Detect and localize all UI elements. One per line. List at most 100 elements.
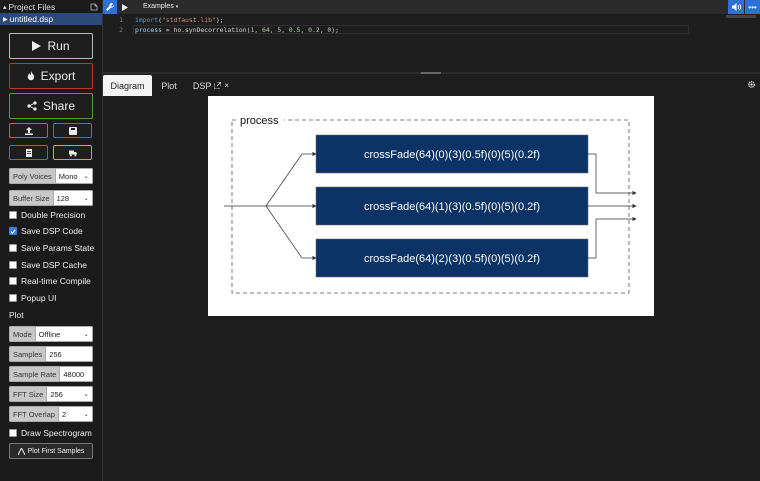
save-params-state-checkbox[interactable]: Save Params State xyxy=(9,242,94,254)
examples-label: Examples xyxy=(143,3,174,10)
new-file-icon[interactable] xyxy=(90,3,98,11)
split-wire-1 xyxy=(265,153,303,207)
chevron-down-icon: ⌄ xyxy=(83,391,89,398)
sample-rate-value[interactable]: 48000 xyxy=(63,369,85,379)
line-number: 2 xyxy=(119,26,123,34)
crossfade-block-2[interactable] xyxy=(315,238,589,278)
buffer-size-select[interactable]: Buffer Size 128 ⌄ xyxy=(9,190,93,206)
minimap[interactable] xyxy=(726,15,756,18)
fft-overlap-value: 2 xyxy=(61,409,67,419)
play-icon xyxy=(32,41,42,51)
split-wire-3 xyxy=(265,205,303,259)
checkbox-label: Draw Spectrogram xyxy=(21,428,92,438)
crossfade-block-2-label: crossFade(64)(2)(3)(0.5f)(0)(5)(0.2f) xyxy=(364,253,540,265)
save-dsp-code-checkbox[interactable]: Save DSP Code xyxy=(9,225,83,237)
checkbox-box[interactable] xyxy=(9,294,17,302)
sample-rate-label: Sample Rate xyxy=(9,366,61,382)
wrench-icon xyxy=(106,3,114,11)
checkbox-box[interactable] xyxy=(9,244,17,252)
plot-first-samples-button[interactable]: Plot First Samples xyxy=(9,443,93,459)
chevron-down-icon: ⌄ xyxy=(83,411,89,418)
plot-first-samples-label: Plot First Samples xyxy=(27,447,85,455)
code-identifier: process xyxy=(135,26,162,34)
play-toolbar-button[interactable] xyxy=(119,0,131,14)
audio-toggle[interactable] xyxy=(728,0,744,14)
file-name: untitled.dsp xyxy=(9,14,54,24)
crossfade-block-1-label: crossFade(64)(1)(3)(0.5f)(0)(5)(0.2f) xyxy=(364,201,540,213)
draw-spectrogram-checkbox[interactable]: Draw Spectrogram xyxy=(9,427,92,439)
tab-diagram[interactable]: Diagram xyxy=(103,75,152,96)
crossfade-block-0[interactable] xyxy=(315,134,589,174)
poly-voices-label: Poly Voices xyxy=(9,168,56,184)
view-tabs: Diagram Plot DSP × xyxy=(103,74,760,96)
deploy-button[interactable] xyxy=(53,145,92,160)
checkbox-label: Save DSP Cache xyxy=(21,260,87,270)
diagram-panel: process crossFade(64)(0)(3)(0.5f)(0)(5)(… xyxy=(103,96,760,481)
mode-label: Mode xyxy=(9,326,36,342)
checkbox-box[interactable] xyxy=(9,261,17,269)
more-menu-button[interactable]: ••• xyxy=(745,0,760,14)
external-link-icon[interactable] xyxy=(214,82,222,89)
fft-size-value: 256 xyxy=(50,389,63,399)
run-label: Run xyxy=(47,39,70,53)
code-editor[interactable]: 1 import("stdfaust.lib"); 2 process = ho… xyxy=(103,14,760,72)
popup-ui-checkbox[interactable]: Popup UI xyxy=(9,292,56,304)
top-toolbar: Examples ▾ ••• xyxy=(103,0,760,14)
project-files-header[interactable]: ▴ Project Files xyxy=(0,0,102,13)
process-group-border xyxy=(231,119,630,294)
share-icon xyxy=(27,101,37,111)
checkbox-box[interactable] xyxy=(9,211,17,219)
chevron-down-icon: ⌄ xyxy=(83,195,89,202)
upload-icon xyxy=(24,126,33,135)
chevron-down-icon: ⌄ xyxy=(83,173,89,180)
samples-value[interactable]: 256 xyxy=(49,349,62,359)
left-sidebar: ▴ Project Files ▶ untitled.dsp Run Expor… xyxy=(0,0,103,481)
project-files-title: Project Files xyxy=(8,1,56,12)
mode-select[interactable]: Mode Offline⌄ xyxy=(9,326,93,342)
buffer-size-value: 128 xyxy=(56,193,70,203)
fft-size-select[interactable]: FFT Size 256⌄ xyxy=(9,386,93,402)
poly-voices-value: Mono xyxy=(58,171,78,181)
save-button[interactable] xyxy=(53,123,92,138)
sample-rate-input[interactable]: Sample Rate 48000 xyxy=(9,366,93,382)
code-expression: = ho.synDecorrelation( xyxy=(161,26,251,34)
buffer-size-label: Buffer Size xyxy=(9,190,54,206)
share-button[interactable]: Share xyxy=(9,93,93,119)
caret-down-icon: ▾ xyxy=(175,4,179,10)
caret-right-icon: ▶ xyxy=(3,16,8,23)
realtime-compile-checkbox[interactable]: Real-time Compile xyxy=(9,275,91,287)
code-punct: ( xyxy=(158,16,162,24)
fft-overlap-select[interactable]: FFT Overlap 2 ⌄ xyxy=(9,406,93,422)
tab-dsp[interactable]: DSP × xyxy=(190,75,232,96)
samples-input[interactable]: Samples 256 xyxy=(9,346,93,362)
double-precision-checkbox[interactable]: Double Precision xyxy=(9,209,85,221)
tab-plot[interactable]: Plot xyxy=(155,75,183,96)
samples-label: Samples xyxy=(9,346,47,362)
fft-overlap-label: FFT Overlap xyxy=(9,406,59,422)
block-diagram: process crossFade(64)(0)(3)(0.5f)(0)(5)(… xyxy=(208,96,654,316)
examples-dropdown[interactable]: Examples ▾ xyxy=(143,3,178,10)
settings-toggle[interactable] xyxy=(103,0,117,14)
checkbox-box[interactable] xyxy=(9,429,17,437)
upload-button[interactable] xyxy=(9,123,48,138)
close-icon[interactable]: × xyxy=(224,81,230,90)
code-line-1[interactable]: import("stdfaust.lib"); xyxy=(135,16,224,24)
poly-voices-select[interactable]: Poly Voices Mono ⌄ xyxy=(9,168,93,184)
output-wire-3 xyxy=(588,216,637,259)
save-dsp-cache-checkbox[interactable]: Save DSP Cache xyxy=(9,259,87,271)
line-number: 1 xyxy=(119,16,123,24)
code-string: "stdfaust.lib" xyxy=(161,16,216,24)
docs-button[interactable] xyxy=(9,145,48,160)
splitter-grip[interactable] xyxy=(421,72,441,74)
gear-icon[interactable] xyxy=(747,80,756,89)
checkbox-box[interactable] xyxy=(9,277,17,285)
file-item-untitled[interactable]: ▶ untitled.dsp xyxy=(0,13,102,25)
crossfade-block-1[interactable] xyxy=(315,186,589,226)
export-button[interactable]: Export xyxy=(9,63,93,89)
checkbox-box-checked[interactable] xyxy=(9,227,17,235)
group-label-bg xyxy=(238,114,284,126)
run-button[interactable]: Run xyxy=(9,33,93,59)
editor-splitter[interactable] xyxy=(103,72,760,74)
truck-icon xyxy=(68,150,77,156)
code-line-2[interactable]: process = ho.synDecorrelation(1, 64, 5, … xyxy=(135,26,339,34)
